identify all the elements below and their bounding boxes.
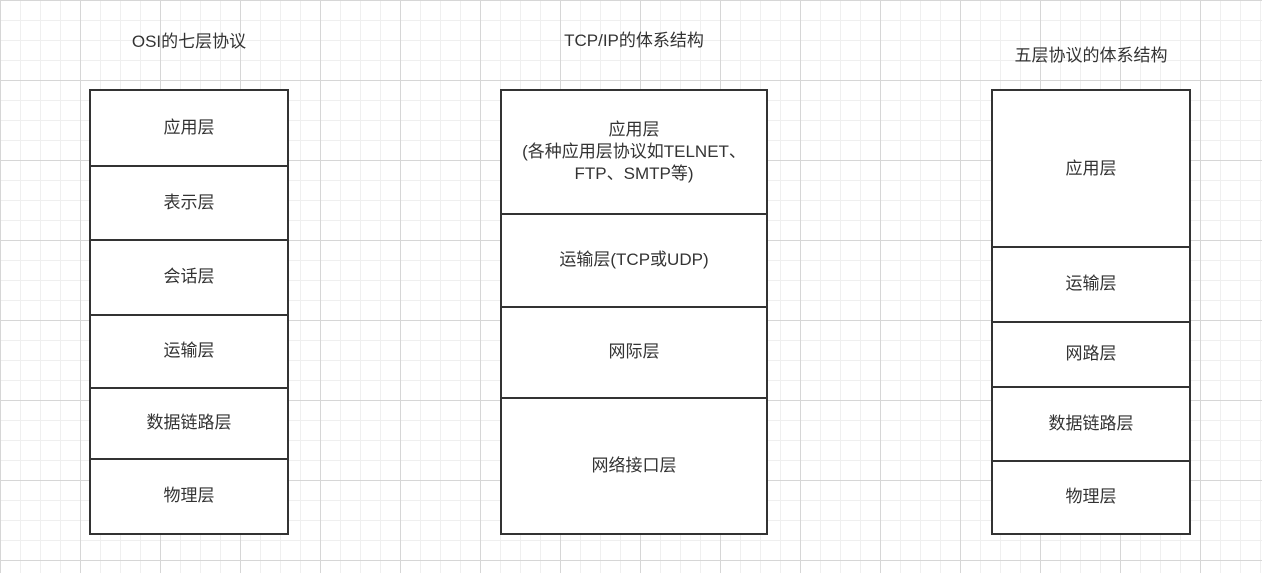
tcpip-layer-label: 运输层(TCP或UDP) — [559, 249, 709, 269]
five-layer-stack: 应用层 运输层 网路层 数据链路层 物理层 — [991, 89, 1191, 535]
five-layer-layer-label: 网路层 — [1065, 344, 1117, 363]
osi-layer: 表示层 — [91, 166, 287, 241]
osi-layer: 物理层 — [91, 459, 287, 533]
five-layer-layer-label: 数据链路层 — [1048, 413, 1134, 433]
osi-layer: 运输层 — [91, 315, 287, 389]
osi-layer-label: 物理层 — [163, 486, 215, 505]
osi-layer: 应用层 — [91, 91, 287, 167]
tcpip-title: TCP/IP的体系结构 — [564, 31, 704, 50]
five-layer-layer: 运输层 — [993, 246, 1189, 323]
tcpip-layer-label: 网际层 — [608, 342, 660, 361]
five-layer-layer-label: 运输层 — [1065, 273, 1117, 293]
osi-layer-label: 表示层 — [163, 192, 215, 212]
osi-stack: 应用层 表示层 会话层 运输层 数据链路层 物理层 — [89, 89, 289, 535]
osi-layer-label: 数据链路层 — [146, 413, 232, 432]
tcpip-layer: 网络接口层 — [502, 398, 766, 533]
five-layer-layer-label: 应用层 — [1065, 158, 1117, 178]
tcpip-layer: 运输层(TCP或UDP) — [502, 213, 766, 308]
osi-layer-label: 会话层 — [163, 267, 215, 286]
tcpip-layer-label: 网络接口层 — [591, 455, 677, 475]
tcpip-stack: 应用层 (各种应用层协议如TELNET、 FTP、SMTP等) 运输层(TCP或… — [500, 89, 768, 535]
osi-layer-label: 应用层 — [163, 118, 215, 137]
osi-layer: 数据链路层 — [91, 388, 287, 460]
osi-layer: 会话层 — [91, 240, 287, 316]
five-layer-layer: 物理层 — [993, 461, 1189, 533]
tcpip-layer: 应用层 (各种应用层协议如TELNET、 FTP、SMTP等) — [502, 91, 766, 215]
five-layer-layer: 网路层 — [993, 322, 1189, 388]
osi-title: OSI的七层协议 — [131, 32, 247, 51]
five-layer-title: 五层协议的体系结构 — [1014, 46, 1168, 65]
tcpip-layer-label: 应用层 (各种应用层协议如TELNET、 FTP、SMTP等) — [522, 120, 746, 183]
five-layer-layer: 数据链路层 — [993, 387, 1189, 462]
tcpip-layer: 网际层 — [502, 307, 766, 399]
osi-layer-label: 运输层 — [163, 341, 215, 360]
five-layer-layer-label: 物理层 — [1065, 487, 1117, 506]
five-layer-layer: 应用层 — [993, 91, 1189, 248]
